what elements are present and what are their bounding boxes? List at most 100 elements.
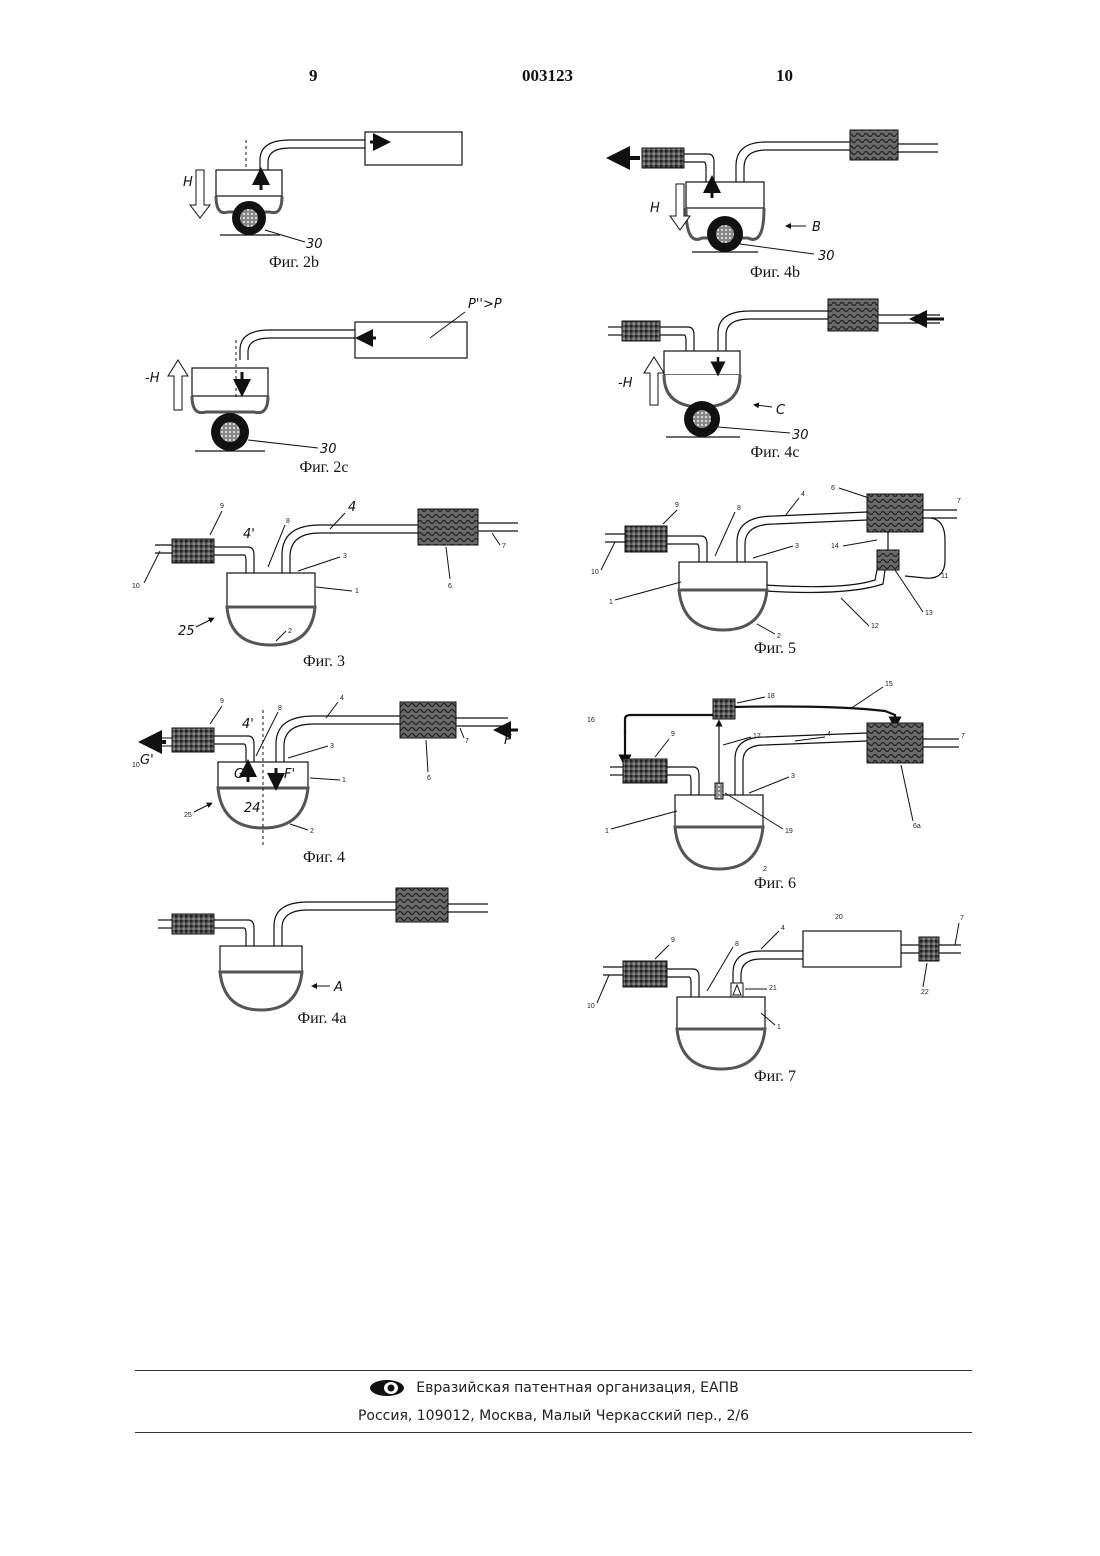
ref-14: 14 xyxy=(831,543,839,550)
figure-caption: Фиг. 2c xyxy=(299,459,348,476)
arrow-label-B: B xyxy=(812,220,821,235)
ref-2: 2 xyxy=(763,866,767,873)
figure-3: 9 4' 8 4 3 1 6 7 10 25 2 Фиг. 3 xyxy=(130,495,530,675)
figure-caption: Фиг. 2b xyxy=(269,254,319,271)
footer-top-rule xyxy=(135,1370,972,1371)
figure-caption: Фиг. 6 xyxy=(754,875,796,892)
ref-3: 3 xyxy=(791,773,795,780)
ref-4: 4 xyxy=(340,695,344,702)
ref-1: 1 xyxy=(609,599,613,606)
figure-5: 9 8 4 6 7 3 14 10 1 11 13 12 2 Фиг. 5 xyxy=(585,480,985,660)
ref-30: 30 xyxy=(792,428,809,443)
ref-25: 25 xyxy=(178,624,195,639)
figure-4b: H B 30 Фиг. 4b xyxy=(600,120,960,285)
ref-19: 19 xyxy=(785,828,793,835)
ref-8: 8 xyxy=(735,941,739,948)
arrow-label-A: A xyxy=(333,980,343,995)
ref-6: 6 xyxy=(427,775,431,782)
figure-caption: Фиг. 4b xyxy=(750,264,800,281)
h-label: -H xyxy=(618,376,633,391)
organization-name: Евразийская патентная организация, ЕАПВ xyxy=(416,1380,738,1396)
figure-2c: P''>P -H 30 Фиг. 2c xyxy=(140,290,500,480)
figure-caption: Фиг. 4c xyxy=(750,444,799,461)
figure-7: 9 8 4 20 7 10 21 22 1 Фиг. 7 xyxy=(585,905,985,1090)
ref-3: 3 xyxy=(795,543,799,550)
ref-4: 4 xyxy=(781,925,785,932)
ref-1: 1 xyxy=(355,588,359,595)
figure-caption: Фиг. 5 xyxy=(754,640,796,657)
ref-12: 12 xyxy=(871,623,879,630)
ref-7: 7 xyxy=(960,915,964,922)
figure-6: 16 18 15 9 17 4 7 3 1 19 6a 2 Фиг. 6 xyxy=(585,675,985,895)
ref-25: 25 xyxy=(184,812,192,819)
ref-6: 6 xyxy=(448,583,452,590)
label-G: G xyxy=(234,767,244,782)
h-label: H xyxy=(183,175,193,190)
label-F: F xyxy=(504,733,512,748)
ref-7: 7 xyxy=(961,733,965,740)
footer-bottom-rule xyxy=(135,1432,972,1433)
ref-20: 20 xyxy=(835,914,843,921)
footer-address: Россия, 109012, Москва, Малый Черкасский… xyxy=(135,1408,972,1424)
ref-9: 9 xyxy=(220,698,224,705)
ref-6: 6 xyxy=(831,485,835,492)
ref-10: 10 xyxy=(591,569,599,576)
ref-10: 10 xyxy=(132,583,140,590)
ref-17: 17 xyxy=(753,733,761,740)
ref-9: 9 xyxy=(220,503,224,510)
figure-4: G F' 24 G' F 9 4' 8 4 3 1 6 7 10 25 2 Фи… xyxy=(130,690,530,875)
ref-9: 9 xyxy=(671,937,675,944)
ref-7: 7 xyxy=(502,543,506,550)
ref-2: 2 xyxy=(777,633,781,640)
ref-1: 1 xyxy=(605,828,609,835)
ref-9: 9 xyxy=(675,502,679,509)
ref-8: 8 xyxy=(737,505,741,512)
figure-caption: Фиг. 7 xyxy=(754,1068,796,1085)
h-label: -H xyxy=(145,371,160,386)
ref-7: 7 xyxy=(957,498,961,505)
ref-15: 15 xyxy=(885,681,893,688)
footer-organization: Евразийская патентная организация, ЕАПВ xyxy=(135,1378,972,1400)
arrow-label-C: C xyxy=(776,403,786,418)
pressure-label: P''>P xyxy=(468,297,502,312)
ref-18: 18 xyxy=(767,693,775,700)
ref-8: 8 xyxy=(286,518,290,525)
ref-2: 2 xyxy=(288,628,292,635)
ref-4-prime: 4' xyxy=(243,527,255,542)
ref-30: 30 xyxy=(320,442,337,457)
ref-30: 30 xyxy=(818,249,835,264)
ref-1: 1 xyxy=(342,777,346,784)
ref-4-prime: 4' xyxy=(242,717,254,732)
ref-9: 9 xyxy=(671,731,675,738)
figure-2b: H 30 Фиг. 2b xyxy=(170,120,490,280)
ref-30: 30 xyxy=(306,237,323,252)
figure-caption: Фиг. 4a xyxy=(297,1010,346,1027)
figure-4c: -H C 30 Фиг. 4c xyxy=(600,295,960,465)
ref-16: 16 xyxy=(587,717,595,724)
label-F-prime: F' xyxy=(284,767,295,782)
page-number-left: 9 xyxy=(309,66,318,86)
ref-7: 7 xyxy=(465,738,469,745)
figure-caption: Фиг. 4 xyxy=(303,849,345,866)
ref-1: 1 xyxy=(777,1024,781,1031)
figure-4a: A Фиг. 4a xyxy=(150,880,510,1035)
document-number: 003123 xyxy=(522,66,573,86)
ref-6a: 6a xyxy=(913,823,921,830)
h-label: H xyxy=(650,201,660,216)
ref-4: 4 xyxy=(801,491,805,498)
ref-4: 4 xyxy=(827,731,831,738)
ref-8: 8 xyxy=(278,705,282,712)
ref-10: 10 xyxy=(132,762,140,769)
ref-11: 11 xyxy=(941,573,948,580)
ref-10: 10 xyxy=(587,1003,595,1010)
ref-3: 3 xyxy=(343,553,347,560)
eapo-logo-icon xyxy=(368,1378,406,1398)
figure-caption: Фиг. 3 xyxy=(303,653,345,670)
ref-21: 21 xyxy=(769,985,777,992)
ref-4: 4 xyxy=(348,500,356,515)
ref-22: 22 xyxy=(921,989,929,996)
label-G-prime: G' xyxy=(140,753,154,768)
ref-13: 13 xyxy=(925,610,933,617)
ref-2: 2 xyxy=(310,828,314,835)
page-number-right: 10 xyxy=(776,66,793,86)
